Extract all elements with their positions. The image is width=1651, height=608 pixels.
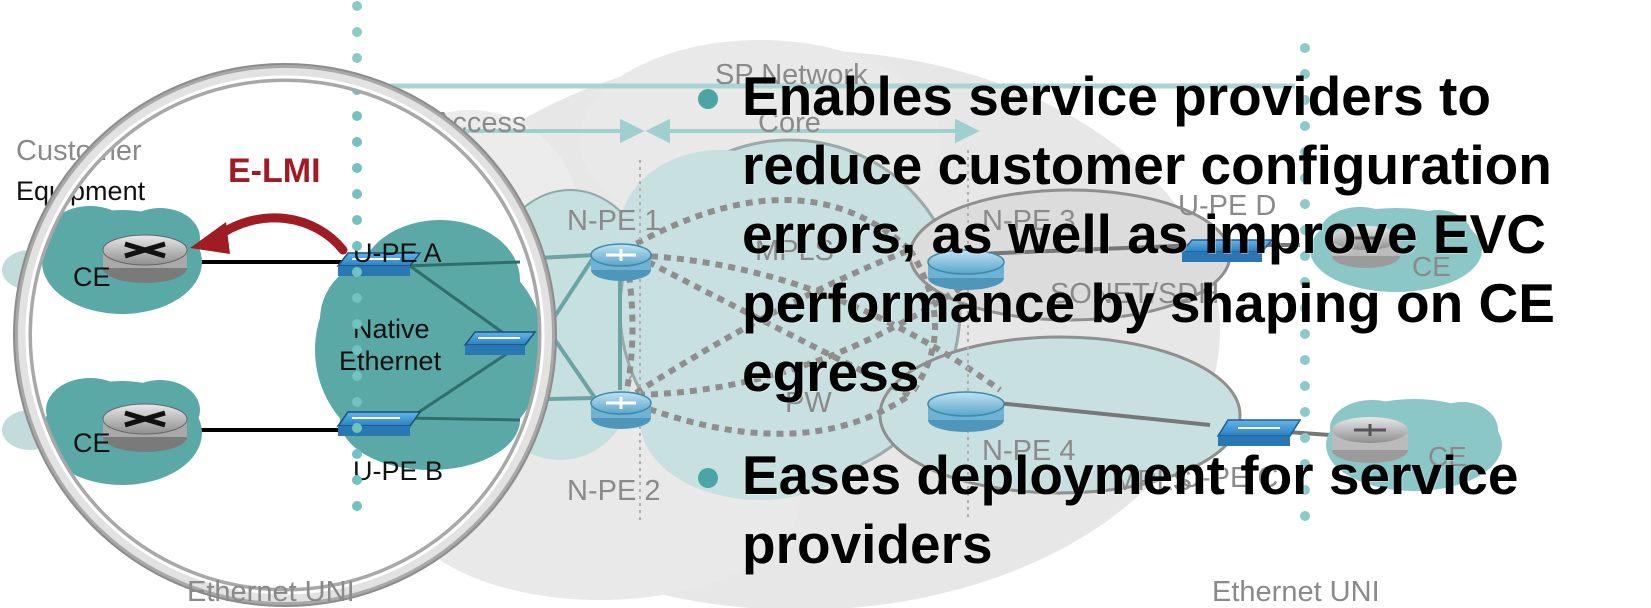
- mpls-right-label: MPLS: [1113, 465, 1192, 497]
- npe4-router-icon: [927, 391, 1005, 432]
- bullet-dot-icon: [698, 468, 718, 488]
- bullet-dot-icon: [698, 89, 718, 109]
- sp-network-label: SP Network: [715, 59, 868, 91]
- npe2-router-icon: [590, 391, 652, 429]
- pw-label: PW: [785, 387, 832, 419]
- ce-right-top-router-icon: [1332, 226, 1400, 268]
- native-ethernet-cloud: [315, 220, 545, 470]
- upe-c-switch-icon: [1216, 419, 1302, 446]
- core-label: Core: [758, 107, 821, 139]
- upe-b-switch-icon: [336, 411, 422, 436]
- npe1-label: N-PE 1: [567, 205, 660, 237]
- bullet-text: Eases deployment for service providers: [742, 444, 1519, 575]
- ethernet-uni-left-label: Ethernet UNI: [187, 576, 355, 608]
- mpls-core-label: MPLS: [755, 235, 834, 267]
- magnified-view: Customer Equipment E-LMI U-PE A U-PE B C…: [16, 85, 545, 525]
- bullet-item: Enables service providers to reduce cust…: [690, 62, 1651, 407]
- upe-a-switch-icon: [336, 252, 422, 276]
- ce-bottom-router-icon: [102, 403, 188, 452]
- ce-top-label: CE: [73, 262, 111, 292]
- npe4-label: N-PE 4: [982, 435, 1075, 467]
- npe2-label: N-PE 2: [567, 475, 660, 507]
- npe3-label: N-PE 3: [982, 205, 1075, 237]
- ce-right-bottom-label: CE: [1428, 441, 1467, 472]
- elmi-arrow-icon: [190, 213, 348, 255]
- magnifier-ring: [13, 63, 557, 607]
- sonet-sdh-label: SONET/SDH: [1050, 278, 1219, 310]
- ce-top-router-icon: [102, 234, 188, 283]
- npe3-router-icon: [927, 249, 1005, 290]
- core-arrow: [645, 118, 980, 144]
- middle-switch-icon: [463, 331, 537, 355]
- bullet-list: Enables service providers to reduce cust…: [690, 62, 1651, 579]
- ce-right-bottom-router-icon: [1332, 417, 1408, 463]
- upe-a-label: U-PE A: [353, 238, 442, 268]
- bullet-item: Eases deployment for service providers: [690, 441, 1651, 579]
- ce-right-top-label: CE: [1412, 251, 1451, 282]
- bullet-text: Enables service providers to reduce cust…: [742, 65, 1555, 403]
- npe1-router-icon: [590, 243, 652, 281]
- upe-b-label: U-PE B: [353, 456, 443, 486]
- upe-d-switch-icon: [1180, 239, 1274, 262]
- upe-d-label: U-PE D: [1178, 190, 1276, 222]
- ethernet-uni-right-label: Ethernet UNI: [1212, 576, 1380, 608]
- ce-bottom-label: CE: [73, 428, 111, 458]
- elmi-label: E-LMI: [228, 152, 321, 190]
- upe-c-label: U-PE C: [1180, 462, 1278, 494]
- native-ethernet-label-line1: Native: [353, 314, 430, 344]
